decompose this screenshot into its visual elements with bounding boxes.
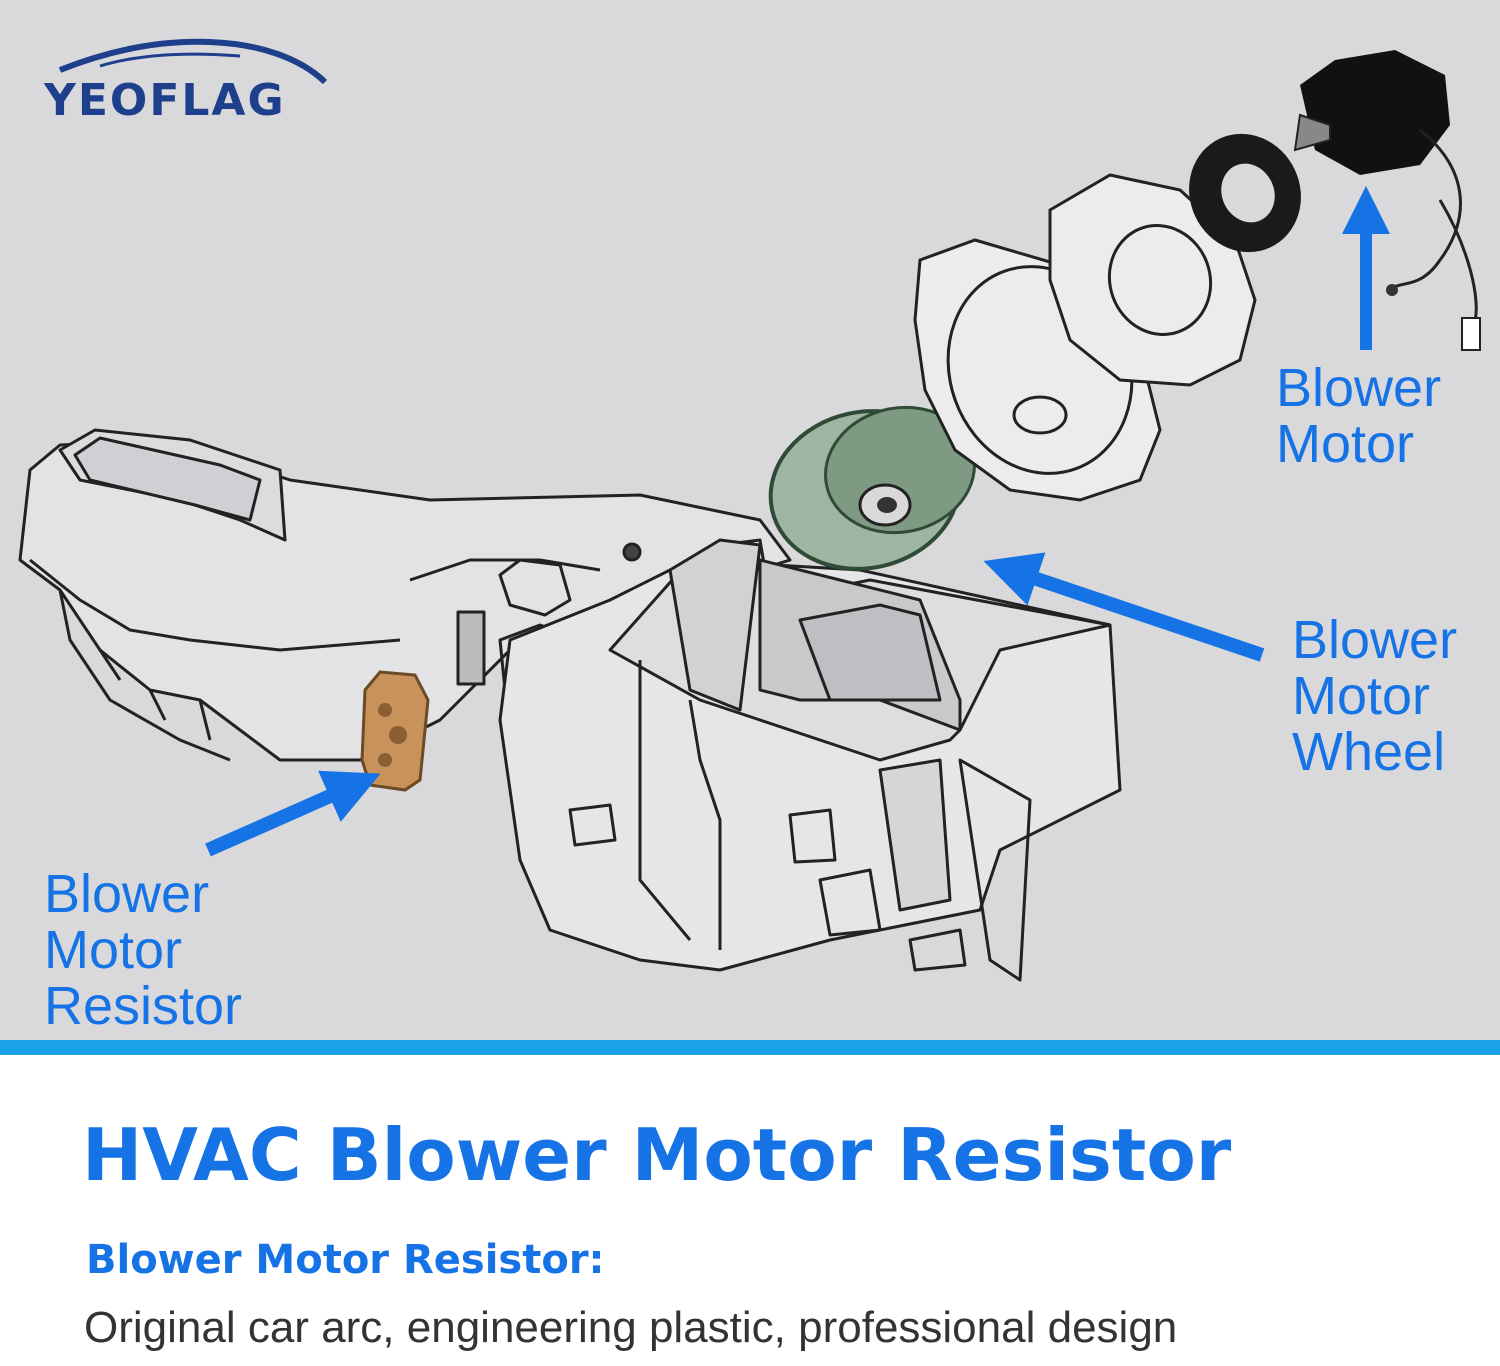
blower-case — [498, 538, 1122, 982]
label-line: Motor — [1276, 414, 1415, 474]
blower-motor-part — [1293, 50, 1481, 351]
blower-motor-wheel-part — [768, 405, 976, 571]
brand-logo: YEOFLAG — [40, 30, 340, 130]
label-line: Blower — [44, 864, 210, 924]
hvac-exploded-diagram: YEOFLAG Blower Motor Blower Motor Wheel … — [0, 0, 1500, 1040]
blower-motor-label: Blower Motor — [1276, 360, 1441, 472]
arrow-left-icon — [983, 552, 1265, 662]
diagram-drawing — [18, 50, 1481, 982]
feature-description: Original car arc, engineering plastic, p… — [84, 1303, 1178, 1352]
arrow-up-right-icon — [205, 770, 381, 857]
logo-wordmark: YEOFLAG — [44, 75, 286, 126]
hvac-housing — [18, 428, 792, 762]
section-subtitle: Blower Motor Resistor: — [86, 1237, 605, 1283]
label-line: Wheel — [1292, 722, 1446, 782]
blower-motor-resistor-part — [360, 670, 430, 792]
section-divider — [0, 1040, 1500, 1055]
blower-motor-resistor-label: Blower Motor Resistor — [44, 866, 242, 1034]
logo-car-swoosh-icon — [58, 38, 328, 85]
page-title: HVAC Blower Motor Resistor — [82, 1113, 1232, 1197]
blower-motor-wheel-label: Blower Motor Wheel — [1292, 612, 1457, 780]
gasket-ring — [1189, 133, 1301, 253]
label-line: Motor — [44, 920, 183, 980]
label-line: Motor — [1292, 666, 1431, 726]
label-line: Blower — [1276, 358, 1442, 418]
label-line: Resistor — [44, 976, 243, 1036]
label-line: Blower — [1292, 610, 1458, 670]
